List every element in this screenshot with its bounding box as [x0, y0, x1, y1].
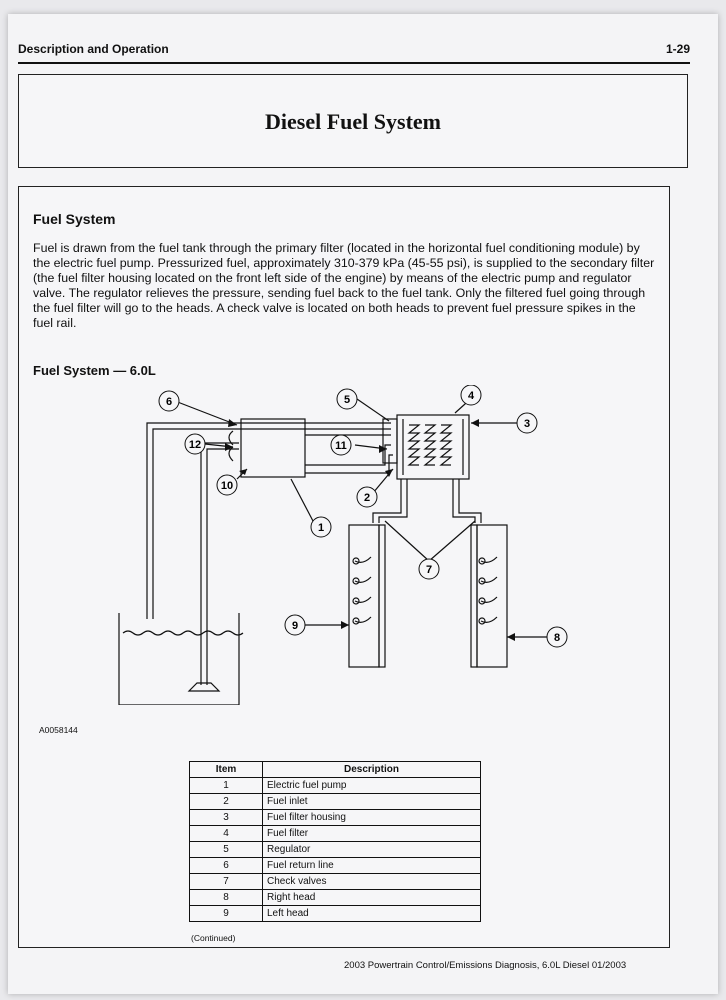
callout-10: 10 [216, 474, 238, 496]
callout-6-label: 6 [166, 396, 172, 408]
item-description: Fuel filter [262, 825, 481, 842]
fuel-filter-housing [396, 414, 470, 480]
header-item: Item [189, 761, 263, 778]
item-number: 4 [189, 825, 263, 842]
item-description: Left head [262, 905, 481, 922]
page-number: 1-29 [665, 42, 690, 56]
callout-6: 6 [158, 390, 180, 412]
section-title: Description and Operation [18, 42, 169, 56]
item-number: 6 [189, 857, 263, 874]
fuel-system-description: Fuel is drawn from the fuel tank through… [33, 241, 655, 330]
content-box: Fuel System Fuel is drawn from the fuel … [18, 186, 670, 948]
callout-5: 5 [336, 388, 358, 410]
item-number: 9 [189, 905, 263, 922]
manual-page: Description and Operation 1-29 Diesel Fu… [8, 14, 718, 994]
callout-2-label: 2 [364, 492, 370, 504]
item-number: 8 [189, 889, 263, 906]
fuel-tank [118, 613, 240, 705]
figure-id: A0058144 [39, 725, 78, 735]
header-description: Description [262, 761, 481, 778]
item-number: 1 [189, 777, 263, 794]
item-description: Fuel filter housing [262, 809, 481, 826]
item-number: 5 [189, 841, 263, 858]
title-box: Diesel Fuel System [18, 74, 688, 168]
page-title: Diesel Fuel System [265, 109, 441, 134]
left-head [348, 524, 380, 668]
fuel-system-diagram: 6 12 10 1 11 5 4 3 2 7 9 8 [118, 385, 568, 705]
callout-4-label: 4 [468, 390, 475, 402]
page-footer: 2003 Powertrain Control/Emissions Diagno… [344, 960, 627, 971]
callout-11: 11 [330, 434, 352, 456]
pickup-strainer [187, 682, 221, 692]
item-number: 7 [189, 873, 263, 890]
fuel-level [122, 630, 244, 636]
item-number: 3 [189, 809, 263, 826]
callout-3-label: 3 [524, 418, 530, 430]
item-description: Right head [262, 889, 481, 906]
fuel-pump-module [240, 418, 306, 478]
callout-5-label: 5 [344, 394, 350, 406]
callout-3: 3 [516, 412, 538, 434]
item-number: 2 [189, 793, 263, 810]
item-description: Check valves [262, 873, 481, 890]
item-description: Electric fuel pump [262, 777, 481, 794]
table-continued-note: (Continued) [191, 933, 236, 943]
right-head [470, 524, 478, 668]
callout-9-label: 9 [292, 620, 298, 632]
callout-12: 12 [184, 433, 206, 455]
callout-11-label: 11 [335, 440, 347, 452]
callout-1-label: 1 [318, 522, 324, 534]
fuel-system-heading: Fuel System [33, 211, 116, 227]
diagram-title: Fuel System — 6.0L [33, 363, 156, 378]
table-header-row: Item Description [189, 761, 481, 778]
callout-7-label: 7 [426, 564, 432, 576]
page-header: Description and Operation 1-29 [18, 40, 690, 64]
item-description: Fuel inlet [262, 793, 481, 810]
callout-10-label: 10 [221, 480, 233, 492]
callout-8: 8 [546, 626, 568, 648]
callout-2: 2 [356, 486, 378, 508]
callout-8-label: 8 [554, 632, 560, 644]
item-description: Regulator [262, 841, 481, 858]
item-description: Fuel return line [262, 857, 481, 874]
callout-4: 4 [460, 385, 482, 406]
callout-9: 9 [284, 614, 306, 636]
callout-1: 1 [310, 516, 332, 538]
callout-12-label: 12 [189, 439, 201, 451]
callout-7: 7 [418, 558, 440, 580]
